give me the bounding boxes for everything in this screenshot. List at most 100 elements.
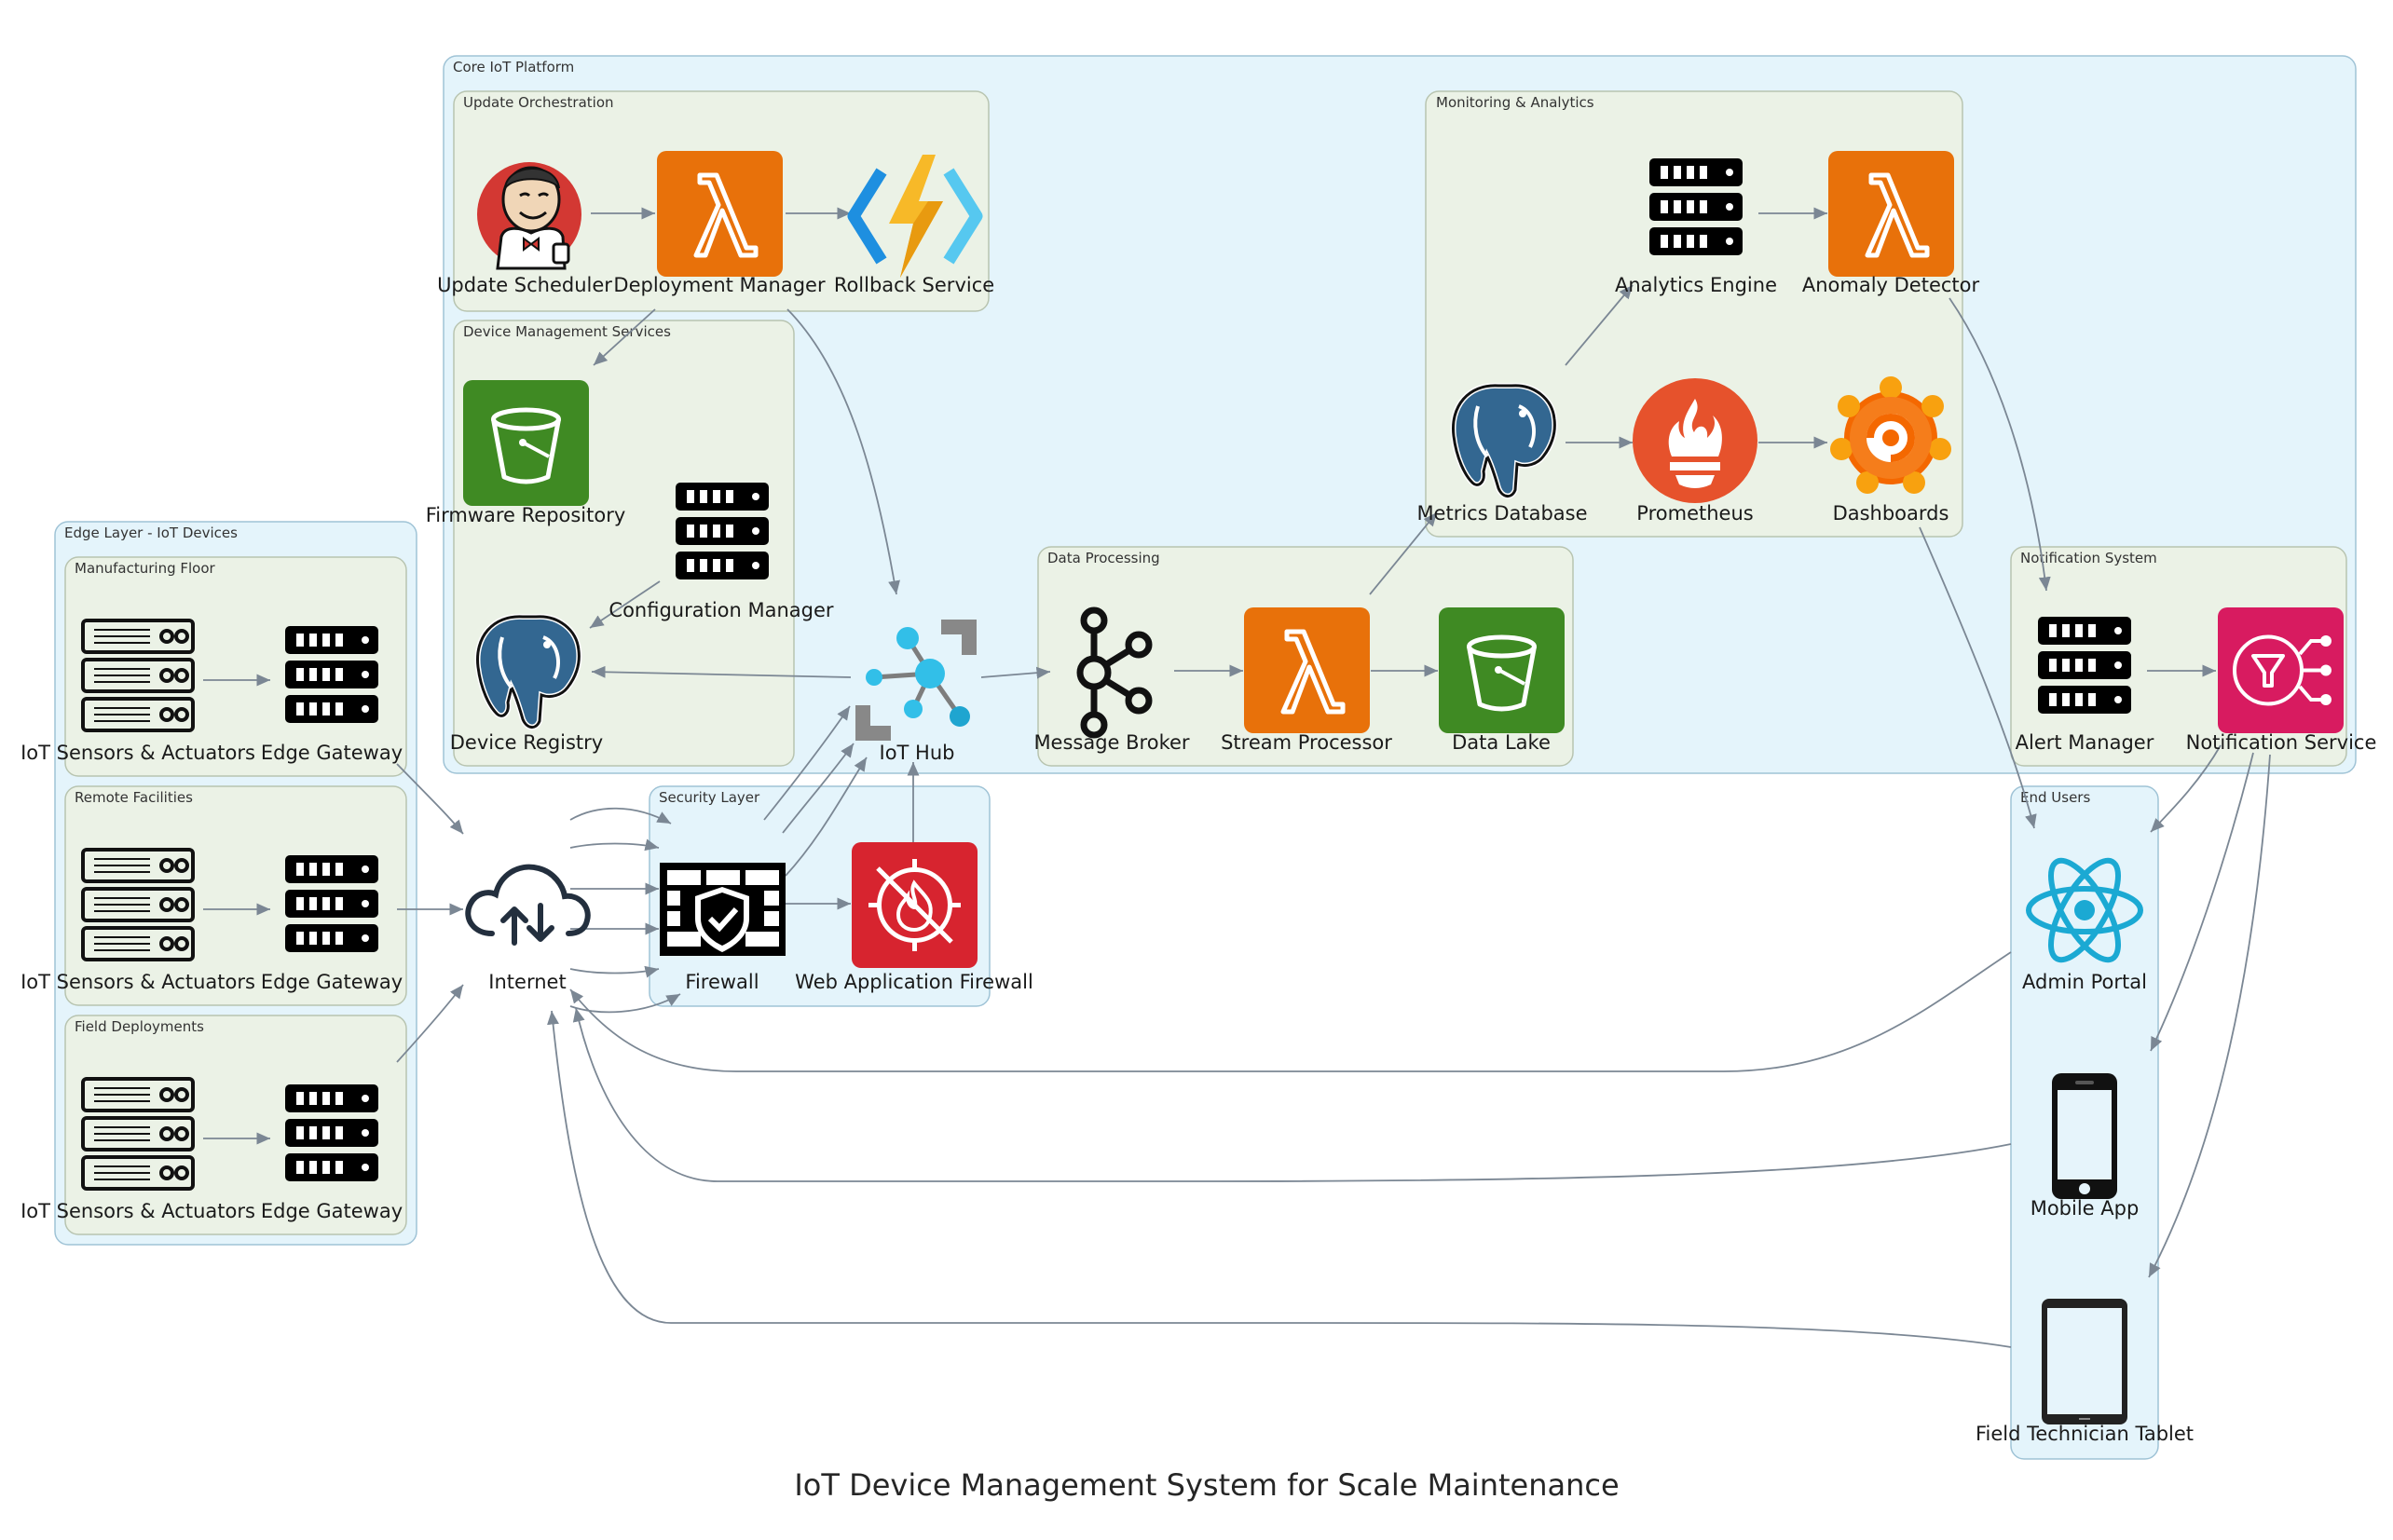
cluster-title-floor: Manufacturing Floor bbox=[75, 560, 216, 577]
node-admin-portal[interactable]: Admin Portal bbox=[2022, 852, 2147, 993]
node-label-notifsvc: Notification Service bbox=[2186, 731, 2377, 754]
edge-anomaly-alertmgr bbox=[1949, 297, 2051, 592]
node-field-technician-tablet[interactable]: Field Technician Tablet bbox=[1976, 1299, 2194, 1445]
edge-notifsvc-tablet bbox=[2148, 754, 2271, 1278]
node-label-alertmgr: Alert Manager bbox=[2016, 731, 2154, 754]
node-label-rollback: Rollback Service bbox=[834, 274, 994, 296]
edge-iothub-registry bbox=[591, 665, 852, 678]
node-label-sensors3: IoT Sensors & Actuators bbox=[21, 1200, 255, 1222]
cluster-title-endusers: End Users bbox=[2020, 789, 2090, 806]
edge-deploy-iothub bbox=[786, 308, 900, 595]
node-label-internet: Internet bbox=[488, 971, 566, 993]
tablet-icon bbox=[2042, 1299, 2127, 1424]
server-rack-icon bbox=[285, 1084, 378, 1181]
nodes: Update Scheduler Deployment Manager Roll… bbox=[21, 151, 2376, 1445]
cluster-title-dataproc: Data Processing bbox=[1047, 550, 1160, 566]
node-sensors-floor[interactable]: IoT Sensors & Actuators bbox=[21, 619, 255, 764]
rack-server-icon bbox=[81, 848, 195, 961]
node-iot-hub[interactable]: IoT Hub bbox=[855, 620, 977, 764]
node-gateway-remote[interactable]: Edge Gateway bbox=[261, 855, 403, 993]
edges bbox=[203, 207, 2271, 1348]
edge-iothub-broker bbox=[980, 666, 1051, 679]
node-sensors-field[interactable]: IoT Sensors & Actuators bbox=[21, 1077, 255, 1222]
rack-server-icon bbox=[81, 1077, 195, 1191]
server-rack-icon bbox=[285, 626, 378, 723]
cluster-title-notify: Notification System bbox=[2020, 550, 2157, 566]
edge-firewall-iothub-3 bbox=[785, 756, 868, 877]
cluster-title-field: Field Deployments bbox=[75, 1018, 204, 1035]
node-label-admin: Admin Portal bbox=[2022, 971, 2147, 993]
node-label-dashboards: Dashboards bbox=[1833, 502, 1949, 525]
edge-admin-internet bbox=[569, 951, 2012, 1072]
node-gateway-field[interactable]: Edge Gateway bbox=[261, 1084, 403, 1222]
mobile-phone-icon bbox=[2052, 1073, 2117, 1199]
node-label-mobile: Mobile App bbox=[2031, 1197, 2140, 1220]
node-stream-processor[interactable]: Stream Processor bbox=[1221, 607, 1392, 754]
lambda-icon bbox=[1828, 151, 1954, 277]
node-label-sensors1: IoT Sensors & Actuators bbox=[21, 742, 255, 764]
node-label-registry: Device Registry bbox=[450, 731, 603, 754]
node-data-lake[interactable]: Data Lake bbox=[1439, 607, 1565, 754]
edge-firewall-iothub-2 bbox=[782, 743, 855, 834]
edge-mobile-internet bbox=[572, 1007, 2012, 1182]
node-anomaly-detector[interactable]: Anomaly Detector bbox=[1802, 151, 1980, 296]
s3-bucket-icon bbox=[1439, 607, 1565, 733]
node-label-config: Configuration Manager bbox=[609, 599, 834, 621]
node-sensors-remote[interactable]: IoT Sensors & Actuators bbox=[21, 848, 255, 993]
node-label-analytics: Analytics Engine bbox=[1615, 274, 1777, 296]
node-alert-manager[interactable]: Alert Manager bbox=[2016, 617, 2154, 754]
cluster-title-update: Update Orchestration bbox=[463, 94, 614, 111]
cluster-title-core: Core IoT Platform bbox=[453, 59, 574, 75]
node-web-application-firewall[interactable]: Web Application Firewall bbox=[795, 842, 1033, 993]
node-analytics-engine[interactable]: Analytics Engine bbox=[1615, 158, 1777, 296]
node-label-iothub: IoT Hub bbox=[880, 742, 955, 764]
node-rollback-service[interactable]: Rollback Service bbox=[834, 155, 994, 296]
edge-config-registry bbox=[589, 580, 661, 629]
edge-notifsvc-admin bbox=[2150, 744, 2222, 833]
node-label-anomaly: Anomaly Detector bbox=[1802, 274, 1980, 296]
server-rack-icon bbox=[1649, 158, 1743, 255]
node-label-metricsdb: Metrics Database bbox=[1416, 502, 1587, 525]
node-internet[interactable]: Internet bbox=[468, 867, 588, 993]
s3-bucket-icon bbox=[463, 380, 589, 506]
cluster-title-devmgmt: Device Management Services bbox=[463, 323, 671, 340]
node-message-broker[interactable]: Message Broker bbox=[1033, 610, 1190, 754]
edge-firewall-iothub-1 bbox=[763, 705, 851, 821]
node-deployment-manager[interactable]: Deployment Manager bbox=[613, 151, 826, 296]
prometheus-icon bbox=[1633, 378, 1757, 503]
edge-stream-metricsdb bbox=[1369, 511, 1438, 595]
server-rack-icon bbox=[676, 483, 769, 579]
node-firmware-repository[interactable]: Firmware Repository bbox=[426, 380, 626, 526]
cloud-icon bbox=[468, 867, 588, 943]
node-label-gateway3: Edge Gateway bbox=[261, 1200, 403, 1222]
node-label-datalake: Data Lake bbox=[1452, 731, 1551, 754]
node-prometheus[interactable]: Prometheus bbox=[1633, 378, 1757, 525]
edge-notifsvc-mobile bbox=[2150, 752, 2254, 1052]
node-metrics-database[interactable]: Metrics Database bbox=[1416, 386, 1588, 525]
edge-tablet-internet bbox=[547, 1010, 2012, 1348]
server-rack-icon bbox=[285, 855, 378, 952]
cluster-title-remote: Remote Facilities bbox=[75, 789, 193, 806]
cluster-title-monitoring: Monitoring & Analytics bbox=[1436, 94, 1594, 111]
node-mobile-app[interactable]: Mobile App bbox=[2031, 1073, 2140, 1220]
node-label-sensors2: IoT Sensors & Actuators bbox=[21, 971, 255, 993]
server-rack-icon bbox=[2038, 617, 2131, 714]
node-update-scheduler[interactable]: Update Scheduler bbox=[437, 160, 612, 296]
node-configuration-manager[interactable]: Configuration Manager bbox=[609, 483, 834, 621]
edge-internet-firewall-5 bbox=[569, 965, 660, 978]
rack-server-icon bbox=[81, 619, 195, 732]
node-label-stream: Stream Processor bbox=[1221, 731, 1392, 754]
cluster-title-edge: Edge Layer - IoT Devices bbox=[64, 525, 238, 541]
node-device-registry[interactable]: Device Registry bbox=[450, 617, 603, 754]
diagram-title: IoT Device Management System for Scale M… bbox=[794, 1467, 1619, 1503]
lambda-icon bbox=[657, 151, 783, 277]
node-dashboards[interactable]: Dashboards bbox=[1830, 376, 1951, 525]
node-label-broker: Message Broker bbox=[1033, 731, 1189, 754]
edge-gateway3-internet bbox=[396, 984, 464, 1063]
node-firewall[interactable]: Firewall bbox=[660, 863, 786, 993]
node-notification-service[interactable]: Notification Service bbox=[2186, 606, 2377, 754]
node-gateway-floor[interactable]: Edge Gateway bbox=[261, 626, 403, 764]
cluster-title-security: Security Layer bbox=[659, 789, 760, 806]
edge-dashboards-admin bbox=[1919, 526, 2037, 829]
